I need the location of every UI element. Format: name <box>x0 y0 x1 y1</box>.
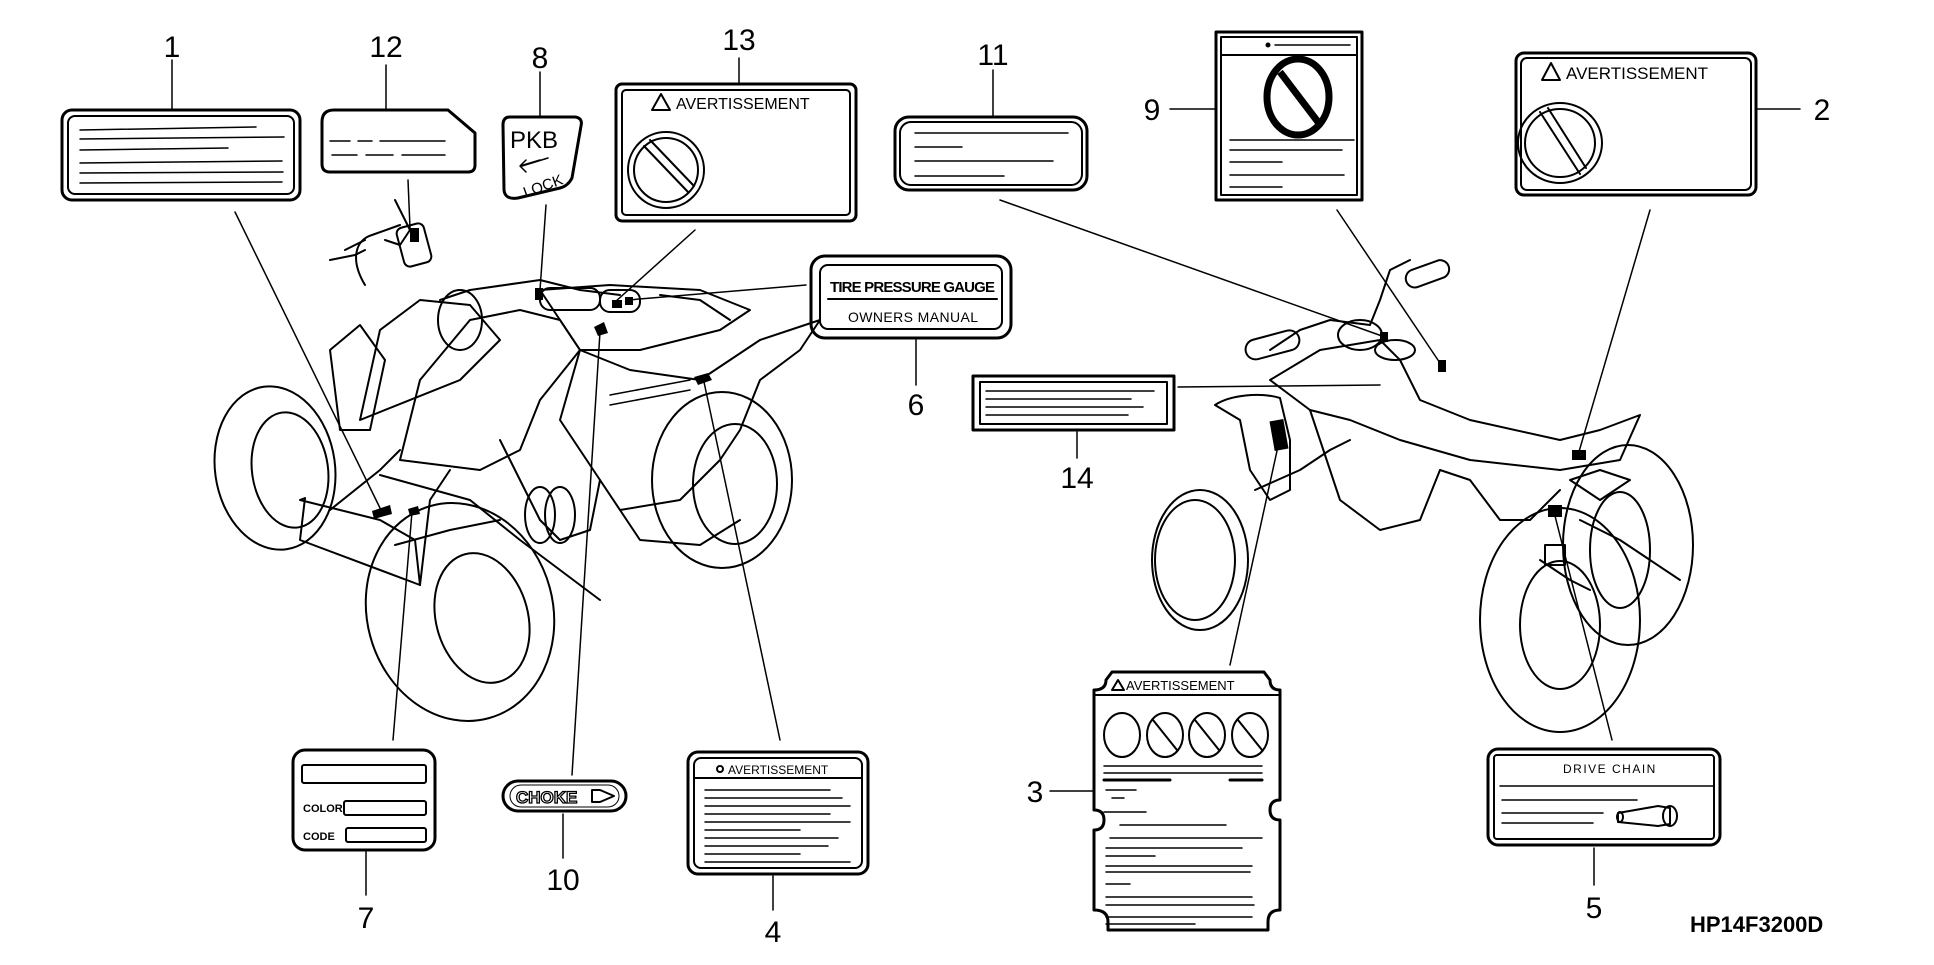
callout-11: 11 <box>977 39 1008 72</box>
tire-pressure-text: TIRE PRESSURE GAUGE <box>830 279 995 296</box>
callout-4: 4 <box>765 916 782 949</box>
decal-11-location <box>1380 332 1388 342</box>
label-8[interactable]: PKB LOCK <box>501 115 583 202</box>
label-1[interactable] <box>60 108 302 202</box>
owners-manual-text: OWNERS MANUAL <box>848 309 978 325</box>
label-10[interactable]: CHOKE <box>501 779 628 813</box>
label-14[interactable] <box>971 374 1176 432</box>
drive-chain-text: DRIVE CHAIN <box>1563 762 1657 776</box>
drawing-code: HP14F3200D <box>1690 912 1823 937</box>
decal-12-location <box>410 228 419 242</box>
label-3[interactable]: AVERTISSEMENT <box>1092 670 1282 932</box>
label-13[interactable]: AVERTISSEMENT <box>614 82 858 223</box>
lock-text: LOCK <box>521 172 565 202</box>
code-field <box>345 827 427 843</box>
warning-text: AVERTISSEMENT <box>1126 678 1235 693</box>
label-5[interactable]: DRIVE CHAIN <box>1486 747 1722 847</box>
callout-13: 13 <box>722 24 755 57</box>
decal-13-location <box>612 300 622 308</box>
callout-2: 2 <box>1814 94 1831 127</box>
prohibition-icon <box>1517 102 1603 184</box>
callout-5: 5 <box>1586 892 1603 925</box>
decal-1-location <box>372 505 392 519</box>
code-text: CODE <box>303 831 335 843</box>
label-7[interactable]: COLOR CODE <box>291 748 437 852</box>
arrow-right-icon <box>591 789 615 803</box>
decal-10-location <box>594 322 608 336</box>
callout-numbers: 1 2 3 4 5 6 7 8 9 10 11 12 13 14 <box>164 24 1831 949</box>
warning-triangle-icon <box>651 93 671 111</box>
callout-7: 7 <box>358 902 375 935</box>
warning-triangle-icon <box>1541 62 1561 81</box>
choke-text: CHOKE <box>516 788 577 807</box>
warning-text: AVERTISSEMENT <box>728 763 829 777</box>
leader-lines <box>171 57 1801 911</box>
atv-rear-view <box>1151 259 1694 733</box>
callout-10: 10 <box>546 864 579 897</box>
label-9[interactable] <box>1214 30 1364 202</box>
callout-9: 9 <box>1144 94 1161 127</box>
warning-text: AVERTISSEMENT <box>676 96 810 113</box>
prohibition-icon <box>1263 55 1333 139</box>
label-12[interactable] <box>320 108 477 174</box>
label-2[interactable]: AVERTISSEMENT <box>1514 51 1758 197</box>
warning-text: AVERTISSEMENT <box>1566 64 1708 83</box>
decal-4-location <box>694 373 712 385</box>
decal-5-location <box>1548 505 1562 517</box>
callout-3: 3 <box>1027 776 1044 809</box>
callout-1: 1 <box>164 31 181 64</box>
decal-3-location <box>1269 419 1289 451</box>
wrench-icon <box>1616 805 1678 827</box>
decal-2-location <box>1572 450 1586 460</box>
prohibition-icons <box>1103 712 1269 758</box>
callout-14: 14 <box>1060 462 1093 495</box>
warning-triangle-icon <box>1111 679 1125 691</box>
pkb-text: PKB <box>510 127 558 154</box>
decal-8-location <box>535 288 543 300</box>
decal-6-location <box>625 297 633 305</box>
prohibition-icon <box>627 131 705 209</box>
label-6[interactable]: TIRE PRESSURE GAUGE OWNERS MANUAL <box>809 254 1013 340</box>
decal-7-location <box>408 506 420 516</box>
warning-triangle-icon <box>716 765 724 773</box>
label-4[interactable]: AVERTISSEMENT <box>686 750 870 876</box>
warning-triangle-icon <box>1265 42 1271 48</box>
callout-8: 8 <box>532 42 549 75</box>
color-field <box>343 800 427 816</box>
label-11[interactable] <box>893 115 1089 192</box>
atv-front-view <box>213 199 821 722</box>
callout-6: 6 <box>908 389 925 422</box>
color-text: COLOR <box>303 803 343 815</box>
callout-12: 12 <box>369 31 402 64</box>
